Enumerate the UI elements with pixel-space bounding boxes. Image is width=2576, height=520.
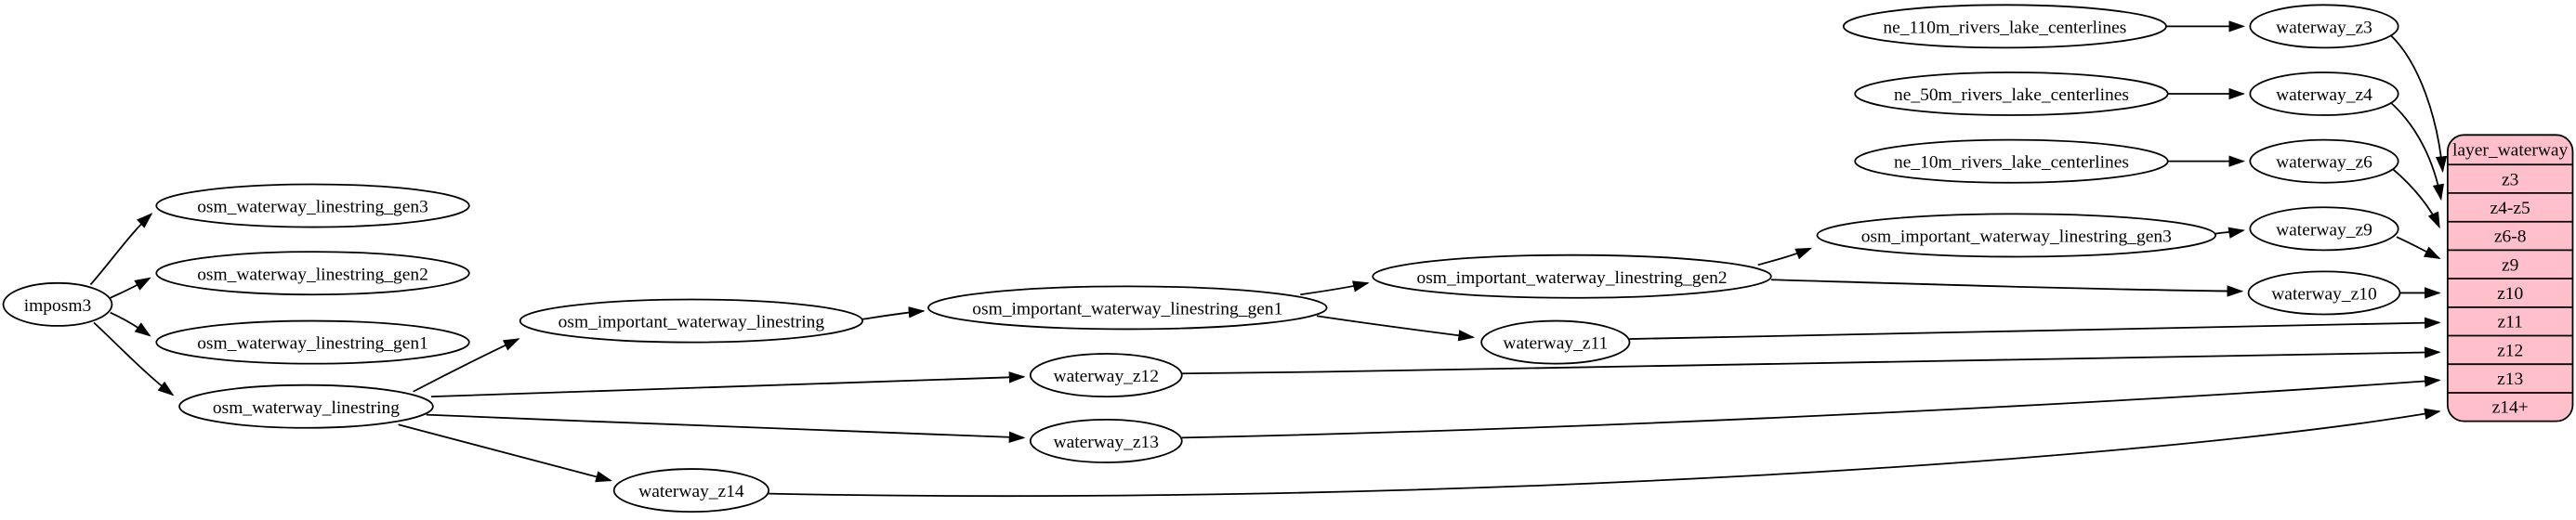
node-waterway_z10: waterway_z10: [2247, 270, 2401, 316]
table-row-z9: z9: [2502, 255, 2518, 275]
edges-group: [89, 20, 2448, 498]
node-ne_10m_rivers_lake_centerlines: ne_10m_rivers_lake_centerlines: [1854, 138, 2169, 184]
node-waterway_z9: waterway_z9: [2249, 206, 2399, 252]
edge-waterway_z14-to-table-z14plus: [769, 408, 2441, 498]
node-waterway_z13: waterway_z13: [1029, 419, 1183, 463]
node-ne_50m_rivers_lake_centerlines-label: ne_50m_rivers_lake_centerlines: [1894, 85, 2129, 105]
node-waterway_z12-shape: [1029, 353, 1183, 397]
table-row-z6-8: z6-8: [2494, 228, 2527, 247]
edge-gen2-to-waterway_z10: [1770, 279, 2244, 297]
edge-osm_waterway_linestring-to-osm_important_waterway_linestring: [413, 338, 520, 393]
node-waterway_z11: waterway_z11: [1480, 319, 1631, 365]
node-waterway_z12-label: waterway_z12: [1054, 367, 1159, 386]
node-waterway_z11-label: waterway_z11: [1503, 334, 1608, 354]
node-osm_important_waterway_linestring-label: osm_important_waterway_linestring: [559, 313, 825, 332]
node-osm_important_waterway_linestring_gen2-shape: [1372, 254, 1772, 299]
node-waterway_z13-shape: [1029, 419, 1183, 463]
edge-waterway_z3-to-table-z3: [2389, 33, 2448, 174]
edge-waterway_z11-to-table-z11: [1629, 317, 2441, 340]
table-row-z10: z10: [2497, 284, 2523, 304]
table-row-z14plus: z14+: [2492, 398, 2529, 418]
node-osm_waterway_linestring_gen2: osm_waterway_linestring_gen2: [155, 251, 470, 296]
table-row-z12: z12: [2497, 341, 2523, 360]
node-waterway_z3-shape: [2249, 4, 2399, 49]
node-waterway_z12: waterway_z12: [1029, 353, 1183, 397]
node-osm_important_waterway_linestring_gen1-label: osm_important_waterway_linestring_gen1: [972, 299, 1282, 318]
node-waterway_z14-label: waterway_z14: [638, 482, 744, 501]
node-ne_50m_rivers_lake_centerlines-shape: [1854, 72, 2169, 116]
node-osm_waterway_linestring-label: osm_waterway_linestring: [213, 398, 400, 418]
node-osm_waterway_linestring_gen1: osm_waterway_linestring_gen1: [155, 319, 470, 365]
edge-imposm3-to-osm_waterway_linestring: [93, 321, 175, 396]
node-waterway_z6-label: waterway_z6: [2276, 153, 2372, 173]
node-waterway_z3: waterway_z3: [2249, 4, 2399, 49]
node-osm_waterway_linestring_gen1-shape: [155, 319, 470, 365]
node-waterway_z9-label: waterway_z9: [2276, 220, 2372, 240]
node-osm_important_waterway_linestring_gen3-shape: [1816, 213, 2216, 258]
node-waterway_z10-label: waterway_z10: [2271, 285, 2376, 305]
node-waterway_z14-shape: [612, 468, 770, 514]
node-waterway_z9-shape: [2249, 206, 2399, 252]
node-ne_110m_rivers_lake_centerlines-shape: [1842, 4, 2167, 49]
node-osm_waterway_linestring_gen3: osm_waterway_linestring_gen3: [155, 183, 470, 228]
node-osm_important_waterway_linestring_gen1: osm_important_waterway_linestring_gen1: [927, 285, 1328, 331]
table-row-z4-z5: z4-z5: [2491, 199, 2530, 218]
table-row-z11: z11: [2497, 313, 2522, 332]
node-waterway_z3-label: waterway_z3: [2276, 18, 2372, 37]
edge-gen1-to-gen2: [1300, 280, 1370, 296]
node-waterway_z4-label: waterway_z4: [2276, 85, 2372, 105]
node-osm_important_waterway_linestring_gen2: osm_important_waterway_linestring_gen2: [1372, 254, 1772, 299]
edge-gen2-to-gen3: [1757, 247, 1813, 266]
node-waterway_z11-shape: [1480, 319, 1631, 365]
node-osm_waterway_linestring_gen1-label: osm_waterway_linestring_gen1: [197, 334, 428, 354]
node-waterway_z14: waterway_z14: [612, 468, 770, 514]
node-imposm3: imposm3: [2, 281, 113, 327]
edge-waterway_z4-to-table-z4-z5: [2389, 101, 2445, 202]
edge-imposm3-to-osm_waterway_linestring_gen3: [89, 213, 153, 286]
edge-gen3-to-waterway_z9: [2215, 227, 2245, 239]
node-osm_important_waterway_linestring-shape: [519, 298, 864, 344]
edge-imposm3-to-osm_waterway_linestring_gen2: [110, 277, 151, 299]
node-osm_important_waterway_linestring_gen3-label: osm_important_waterway_linestring_gen3: [1861, 228, 2172, 247]
edge-waterway_z13-to-table-z13: [1181, 375, 2441, 439]
node-osm_important_waterway_linestring: osm_important_waterway_linestring: [519, 298, 864, 344]
edge-osm_important_waterway_linestring-to-gen1: [861, 306, 926, 320]
edge-waterway_z6-to-table-z6-8: [2392, 168, 2440, 229]
layer-waterway-table-title: layer_waterway: [2452, 140, 2569, 160]
node-waterway_z13-label: waterway_z13: [1054, 433, 1159, 452]
layer-waterway-table: layer_waterway z3 z4-z5 z6-8 z9 z10 z11 …: [2446, 134, 2574, 422]
node-ne_50m_rivers_lake_centerlines: ne_50m_rivers_lake_centerlines: [1854, 72, 2169, 116]
node-ne_110m_rivers_lake_centerlines: ne_110m_rivers_lake_centerlines: [1842, 4, 2167, 49]
node-osm_important_waterway_linestring_gen2-label: osm_important_waterway_linestring_gen2: [1417, 268, 1728, 288]
node-imposm3-label: imposm3: [24, 296, 91, 316]
node-osm_waterway_linestring_gen3-label: osm_waterway_linestring_gen3: [197, 198, 428, 217]
table-row-z3: z3: [2502, 170, 2518, 189]
node-osm_waterway_linestring-shape: [178, 384, 434, 429]
node-osm_waterway_linestring_gen3-shape: [155, 183, 470, 228]
edge-gen1-to-waterway_z11: [1316, 315, 1476, 342]
table-row-z13: z13: [2497, 370, 2523, 389]
node-ne_10m_rivers_lake_centerlines-label: ne_10m_rivers_lake_centerlines: [1894, 153, 2129, 173]
edge-waterway_z12-to-table-z12: [1181, 346, 2441, 375]
node-waterway_z6: waterway_z6: [2249, 138, 2399, 184]
node-waterway_z6-shape: [2249, 138, 2399, 184]
node-waterway_z10-shape: [2247, 270, 2401, 316]
node-waterway_z4-shape: [2249, 72, 2399, 116]
edge-osm_waterway_linestring-to-waterway_z13: [426, 413, 1026, 444]
edge-osm_waterway_linestring-to-waterway_z12: [431, 371, 1026, 397]
node-imposm3-shape: [2, 281, 113, 327]
edge-imposm3-to-osm_waterway_linestring_gen1: [110, 311, 151, 337]
edge-waterway_z9-to-table-z9: [2396, 236, 2441, 260]
node-waterway_z4: waterway_z4: [2249, 72, 2399, 116]
node-ne_10m_rivers_lake_centerlines-shape: [1854, 138, 2169, 184]
edge-osm_waterway_linestring-to-waterway_z14: [398, 423, 612, 483]
node-osm_waterway_linestring_gen2-label: osm_waterway_linestring_gen2: [197, 265, 428, 284]
node-osm_waterway_linestring: osm_waterway_linestring: [178, 384, 434, 429]
node-osm_waterway_linestring_gen2-shape: [155, 251, 470, 296]
node-osm_important_waterway_linestring_gen1-shape: [927, 285, 1328, 331]
node-ne_110m_rivers_lake_centerlines-label: ne_110m_rivers_lake_centerlines: [1883, 18, 2126, 37]
node-osm_important_waterway_linestring_gen3: osm_important_waterway_linestring_gen3: [1816, 213, 2216, 258]
